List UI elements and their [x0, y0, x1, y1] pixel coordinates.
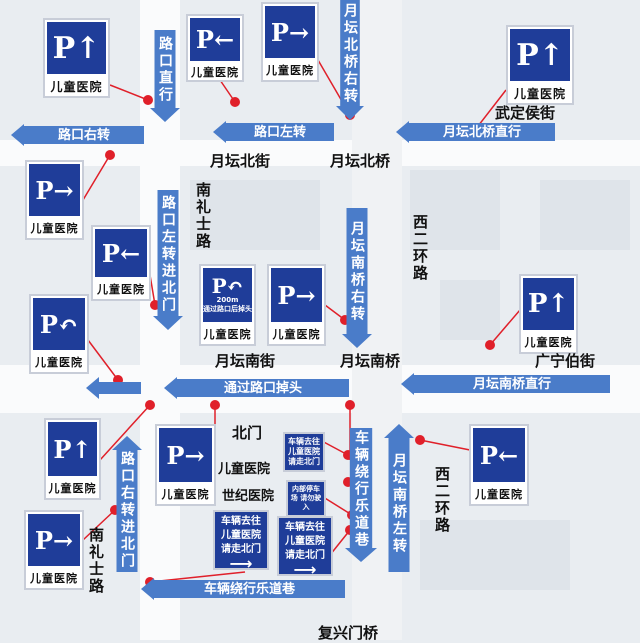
small-redirect-sign: 车辆去往儿童医院请走北门: [283, 432, 325, 472]
arrow-junction-right: 路口右转: [24, 126, 144, 144]
parking-sign-left: P← 儿童医院: [469, 424, 529, 506]
label-wudinghou-st: 武定侯街: [495, 104, 556, 122]
sign-hospital-label: 儿童医院: [30, 222, 79, 235]
arrow-left-into-north-gate: 路口左转进北门: [153, 190, 183, 330]
arrow-yuetan-north-bridge-straight: 月坛北桥直行: [409, 123, 555, 141]
parking-sign-uturn: P↶ 儿童医院: [29, 294, 89, 374]
arrow-yuetan-south-bridge-right: 月坛南桥右转: [342, 208, 372, 348]
sign-hospital-label: 儿童医院: [161, 488, 210, 501]
arrow-yuetan-north-bridge-right: 月坛北桥右转: [336, 0, 364, 120]
sign-hospital-label: 儿童医院: [97, 283, 145, 296]
parking-left-icon: P←: [471, 426, 527, 484]
label-yuetan-south-st: 月坛南街: [215, 352, 276, 370]
label-fuxingmen-bridge: 复兴门桥: [318, 624, 379, 642]
distance-text: 200m: [216, 296, 239, 304]
parking-up-icon: P↑: [508, 27, 572, 83]
arrow-right-icon: ⟶: [293, 560, 317, 579]
arrow-straight-at-junction: 路口直行: [150, 30, 180, 122]
parking-left-icon: P←: [93, 227, 149, 279]
sign-hospital-label: 儿童医院: [48, 482, 97, 495]
label-century-hospital: 世纪医院: [222, 489, 275, 504]
arrow-right-icon: ⟶: [229, 554, 253, 573]
sign-hospital-label: 儿童医院: [35, 356, 83, 369]
label-west-2nd-ring: 西二环路: [411, 214, 429, 282]
label-childrens-hospital: 儿童医院: [218, 462, 271, 477]
map-block: [540, 180, 630, 250]
parking-sign-right: P→ 儿童医院: [267, 264, 326, 346]
parking-up-icon: P↑: [46, 420, 99, 478]
label-nanlishi-rd: 南礼士路: [194, 182, 212, 250]
sign-hospital-label: 儿童医院: [524, 336, 573, 349]
parking-sign-right: P→ 儿童医院: [24, 510, 84, 590]
parking-uturn-symbol: P↶: [211, 274, 244, 298]
label-north-gate: 北门: [232, 424, 263, 442]
uturn-note: 通过路口后掉头: [203, 305, 252, 313]
redirect-text: 车辆去往儿童医院请走北门: [221, 516, 261, 555]
arrow-uturn-at-junction: 通过路口掉头: [177, 379, 349, 397]
arrow-yuetan-south-bridge-straight: 月坛南桥直行: [414, 375, 610, 393]
parking-sign-left: P← 儿童医院: [186, 14, 244, 82]
arrow-junction-left: 路口左转: [226, 123, 334, 141]
parking-right-icon: P→: [27, 162, 82, 218]
parking-sign-up: P↑ 儿童医院: [44, 418, 101, 500]
parking-sign-left: P← 儿童医院: [91, 225, 151, 301]
sign-hospital-label: 儿童医院: [191, 65, 239, 79]
map-block: [440, 280, 500, 340]
sign-hospital-label: 儿童医院: [30, 572, 78, 585]
map-block: [190, 180, 320, 250]
sign-hospital-label: 儿童医院: [50, 79, 103, 94]
label-yuetan-south-bridge: 月坛南桥: [340, 352, 401, 370]
parking-uturn-icon: P↶: [31, 296, 87, 352]
small-parking-notice-sign: 内部停车场 请勿驶入: [286, 480, 326, 517]
parking-sign-right: P→ 儿童医院: [155, 424, 216, 506]
parking-right-icon: P→: [269, 266, 324, 324]
label-nanlishi-rd: 南礼士路: [87, 527, 105, 595]
redirect-sign: 车辆去往儿童医院请走北门⟶: [213, 510, 269, 573]
label-west-2nd-ring: 西二环路: [433, 466, 451, 534]
sign-hospital-label: 儿童医院: [266, 64, 314, 77]
label-yuetan-north-st: 月坛北街: [210, 152, 271, 170]
sign-hospital-label: 儿童医院: [203, 328, 252, 341]
parking-sign-up: P↑ 儿童医院: [43, 18, 110, 98]
parking-right-icon: P→: [157, 426, 214, 484]
arrow-detour-ledao-lane-horizontal: 车辆绕行乐道巷: [154, 580, 345, 598]
redirect-text: 车辆去往儿童医院请走北门: [285, 522, 325, 561]
map-block: [410, 170, 500, 250]
sign-hospital-label: 儿童医院: [475, 488, 523, 501]
parking-sign-up: P↑ 儿童医院: [506, 25, 574, 105]
sign-hospital-label: 儿童医院: [272, 328, 321, 341]
parking-right-icon: P→: [26, 512, 82, 568]
arrow-west: [99, 382, 141, 394]
parking-up-icon: P↑: [521, 276, 576, 332]
arrow-yuetan-south-bridge-left: 月坛南桥左转: [384, 424, 414, 572]
parking-left-icon: P←: [188, 16, 242, 63]
parking-sign-up: P↑ 儿童医院: [519, 274, 578, 354]
arrow-right-into-north-gate: 路口右转进北门: [112, 436, 142, 572]
parking-up-icon: P↑: [45, 20, 108, 76]
map-block: [420, 520, 570, 590]
parking-sign-right: P→ 儿童医院: [25, 160, 84, 240]
label-guangningbo-st: 广宁伯街: [535, 352, 596, 370]
parking-sign-right: P→ 儿童医院: [261, 2, 319, 82]
sign-hospital-label: 儿童医院: [513, 86, 566, 101]
label-yuetan-north-bridge: 月坛北桥: [330, 152, 391, 170]
redirect-sign: 车辆去往儿童医院请走北门⟶: [277, 516, 333, 579]
parking-right-icon: P→: [263, 4, 317, 60]
